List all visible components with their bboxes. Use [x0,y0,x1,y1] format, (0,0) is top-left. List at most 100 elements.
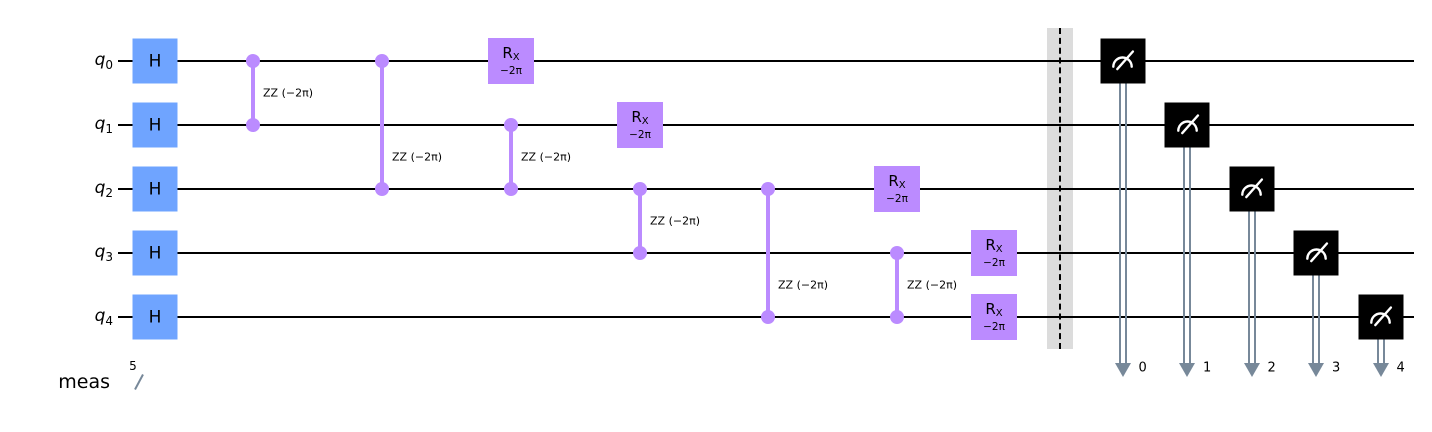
rx-parameter: −2π [886,192,908,205]
measure-arrowhead [1243,363,1260,377]
rzz-gate-label: ZZ (−2π) [907,278,957,292]
measure-gauge-icon [1305,241,1328,262]
rx-parameter: −2π [983,320,1005,333]
barrier-dashed-line [1059,28,1061,349]
creg-size-label: 5 [129,359,137,373]
rx-parameter: −2π [500,64,522,77]
h-gate: H [132,166,178,212]
clbit-label: 4 [1396,360,1405,376]
measure-cwire-right [1124,83,1127,366]
qubit-label: q4 [95,306,113,328]
rzz-connector [380,61,384,189]
measure-cwire-left [1376,339,1379,366]
rx-subscript: X [641,115,649,127]
h-gate: H [132,102,178,148]
rx-base: R [985,299,996,318]
clbit-label: 3 [1332,360,1341,376]
rzz-gate-label: ZZ (−2π) [521,150,571,164]
measure-cwire-left [1247,211,1250,366]
rzz-connector [638,189,642,253]
rzz-target-dot [633,246,647,260]
qubit-name: q [94,242,106,262]
h-gate: H [132,38,178,84]
rzz-target-dot [246,118,260,132]
rzz-target-dot [761,310,775,324]
qubit-name: q [94,114,106,134]
clbit-label: 0 [1138,360,1147,376]
rx-subscript: X [995,243,1003,255]
rx-parameter: −2π [629,128,651,141]
measure-arrowhead [1179,363,1195,377]
qubit-name: q [94,178,106,198]
rzz-control-dot [246,54,260,68]
rx-base: R [631,107,642,126]
rx-base: R [502,43,513,62]
qubit-index: 2 [105,186,113,200]
measure-gauge-icon [1112,49,1135,70]
rzz-connector [251,61,255,125]
rx-gate-name: RX [631,107,649,127]
rx-subscript: X [995,307,1003,319]
qubit-name: q [94,306,106,326]
rzz-gate-label: ZZ (−2π) [392,150,442,164]
qubit-label: q3 [95,242,113,264]
rzz-control-dot [890,246,904,260]
rzz-control-dot [375,54,389,68]
measure-arrowhead [1372,363,1389,377]
rzz-control-dot [504,118,518,132]
rzz-target-dot [504,182,518,196]
rzz-gate-label: ZZ (−2π) [650,214,700,228]
qubit-index: 4 [105,314,113,328]
rx-subscript: X [898,179,906,191]
measure-cwire-right [1253,211,1256,366]
qubit-label: q0 [95,50,113,72]
measure-gate [1229,166,1274,212]
creg-label: meas [58,371,110,393]
rx-gate: RX−2π [617,102,663,148]
qubit-wire [118,124,1414,126]
measure-cwire-right [1189,147,1191,366]
measure-gate [1358,294,1403,340]
measure-cwire-right [1318,275,1320,366]
creg-bundle-slash [134,374,144,390]
measure-gate [1164,102,1210,148]
rzz-target-dot [375,182,389,196]
measure-arrowhead [1114,363,1131,377]
h-gate: H [132,294,178,340]
measure-cwire-left [1183,147,1185,366]
qubit-label: q1 [95,114,113,136]
classical-wire-bottom [122,385,1416,387]
qubit-label: q2 [95,178,113,200]
rzz-control-dot [633,182,647,196]
rx-gate: RX−2π [971,230,1017,276]
rx-gate-name: RX [985,299,1003,319]
measure-gauge-icon [1241,177,1264,198]
clbit-label: 2 [1267,360,1276,376]
classical-wire-top [122,379,1416,381]
rx-subscript: X [512,51,520,63]
measure-cwire-left [1312,275,1314,366]
measure-cwire-left [1118,83,1121,366]
rx-gate-name: RX [888,171,906,191]
qubit-index: 1 [105,122,113,136]
measure-arrowhead [1308,363,1324,377]
rx-parameter: −2π [983,256,1005,269]
measure-cwire-right [1382,339,1385,366]
measure-gauge-icon [1176,113,1199,134]
rx-gate-name: RX [502,43,520,63]
measure-gate [1293,230,1339,276]
rx-gate: RX−2π [874,166,920,212]
qubit-name: q [94,50,106,70]
qubit-index: 3 [105,250,113,264]
rzz-control-dot [761,182,775,196]
rzz-connector [895,253,899,317]
rzz-gate-label: ZZ (−2π) [263,86,313,100]
rx-base: R [888,171,899,190]
rzz-connector [766,189,770,317]
rx-base: R [985,235,996,254]
rx-gate: RX−2π [971,294,1017,340]
rzz-connector [509,125,513,189]
rx-gate: RX−2π [488,38,534,84]
rzz-gate-label: ZZ (−2π) [778,278,828,292]
